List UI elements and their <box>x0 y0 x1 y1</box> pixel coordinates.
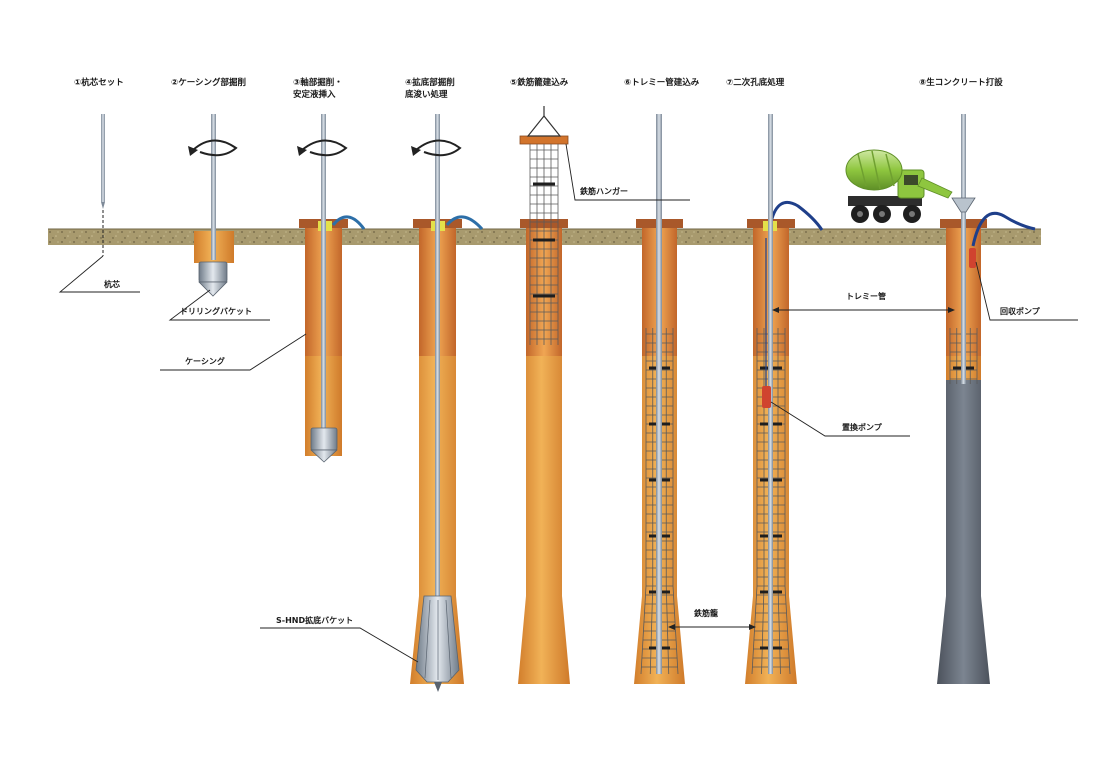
discharge-chute <box>917 177 953 199</box>
underream-bucket <box>415 595 460 683</box>
recovery-pump <box>969 248 976 268</box>
drum-stripe <box>857 153 867 187</box>
label-recovery-pump: 回収ポンプ <box>1000 306 1041 316</box>
pump-hose <box>769 201 824 231</box>
bucket-rib <box>445 599 452 679</box>
tremie-pipe <box>656 114 662 674</box>
cage-spacer <box>533 238 555 242</box>
marker-rod-tip <box>101 202 105 209</box>
leader-line <box>975 261 1078 321</box>
step-4-title-line1: ④拡底部掘削 <box>405 77 455 88</box>
truck-chassis <box>848 196 922 206</box>
wheel-hub <box>857 211 863 217</box>
label-rebar-hanger: 鉄筋ハンガー <box>580 186 628 196</box>
bucket-cone <box>198 281 228 297</box>
cage-spacer <box>533 294 555 298</box>
kelly-rod <box>435 114 440 598</box>
rebar-hanger-beam <box>519 135 569 145</box>
callouts: 杭芯 ドリリングバケット ケーシング 鉄筋ハンガー トレミー管 回収ポンプ 置換… <box>58 143 1078 663</box>
arrowhead <box>749 624 756 630</box>
rotation-arrow-icon <box>301 139 348 157</box>
label-drilling-bucket: ドリリングバケット <box>180 306 252 316</box>
rotation-arrow-head-icon <box>297 146 307 156</box>
slurry-hose <box>331 215 366 230</box>
step-5-title: ⑤鉄筋籠建込み <box>510 77 569 88</box>
step-1-title: ①杭芯セット <box>74 77 124 88</box>
drum-stripe <box>871 150 881 190</box>
bucket-cone <box>309 449 339 463</box>
replacement-pump <box>762 386 771 408</box>
bucket-rib <box>424 599 431 679</box>
hanger-sling <box>526 115 562 137</box>
step-5-rebar-cage-installation <box>518 106 570 684</box>
slurry-hose <box>445 215 484 231</box>
rebar-cage <box>529 144 559 345</box>
rotation-arrow-icon <box>192 139 238 157</box>
kelly-rod <box>211 114 216 260</box>
marker-rod <box>101 114 105 202</box>
arrowhead <box>948 307 955 313</box>
label-replacement-pump: 置換ポンプ <box>842 422 883 432</box>
leader-line <box>168 289 270 321</box>
label-pile-center: 杭芯 <box>104 279 120 289</box>
step-6-title: ⑥トレミー管建込み <box>624 77 700 88</box>
label-casing: ケーシング <box>185 356 225 366</box>
rotation-arrow-icon <box>415 139 462 157</box>
concrete-pile <box>937 380 990 684</box>
step-3-title-line2: 安定液挿入 <box>293 89 336 100</box>
label-rebar-cage: 鉄筋籠 <box>694 608 718 618</box>
step-3-shaft-excavation <box>297 114 366 463</box>
leader-line <box>160 333 307 371</box>
kelly-rod <box>321 114 326 432</box>
borehole-with-bell <box>518 356 570 684</box>
truck-cab-window <box>904 175 918 185</box>
bucket-tip <box>434 682 442 692</box>
step-4-underream-excavation <box>410 114 484 692</box>
step-8-concrete-placement <box>845 114 1036 684</box>
label-underream-bucket: S-HND拡底バケット <box>276 615 353 625</box>
drilling-bucket <box>310 427 338 451</box>
cage-spacer <box>533 182 555 186</box>
wheel-hub <box>879 211 885 217</box>
step-8-title: ⑧生コンクリート打設 <box>919 77 1003 88</box>
step-6-tremie-installation <box>634 114 685 684</box>
rotation-arrow-head-icon <box>411 146 421 156</box>
step-7-secondary-bottom-cleaning <box>745 114 824 684</box>
leader-line <box>58 255 140 293</box>
label-tremie-pipe: トレミー管 <box>846 291 886 301</box>
drilling-bucket <box>198 261 228 283</box>
wheel-hub <box>909 211 915 217</box>
step-titles: ①杭芯セット ②ケーシング部掘削 ③軸部掘削・ 安定液挿入 ④拡底部掘削 底浚い… <box>74 77 1003 100</box>
leader-line <box>260 627 419 663</box>
arrowhead <box>668 624 675 630</box>
step-7-title: ⑦二次孔底処理 <box>726 77 785 88</box>
arrowhead <box>772 307 779 313</box>
step-2-casing-excavation <box>188 114 238 297</box>
leader-line <box>565 143 690 201</box>
tremie-hopper <box>951 197 976 213</box>
concrete-mixer-truck <box>845 149 953 223</box>
tremie-pipe <box>961 114 966 384</box>
leader-line <box>770 401 910 437</box>
step-1-pile-center-set <box>101 114 105 256</box>
drum-stripe <box>885 153 895 187</box>
step-2-title: ②ケーシング部掘削 <box>171 77 246 88</box>
pump-hose <box>971 211 1036 247</box>
rotation-arrow-head-icon <box>188 146 198 156</box>
step-3-title-line1: ③軸部掘削・ <box>293 77 343 88</box>
step-4-title-line2: 底浚い処理 <box>405 89 448 100</box>
